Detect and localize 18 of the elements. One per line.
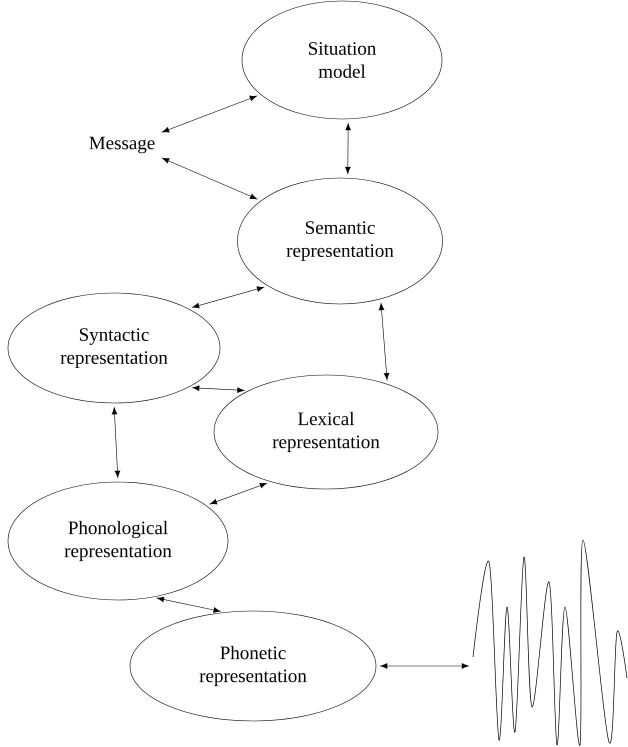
- arrow: [162, 158, 258, 200]
- ellipse-node: Syntactic representation: [8, 292, 220, 404]
- ellipse-node: Phonetic representation: [130, 610, 376, 722]
- arrow: [192, 385, 244, 393]
- ellipse-node: Lexical representation: [214, 374, 438, 490]
- arrow: [378, 303, 390, 380]
- arrow: [156, 596, 221, 613]
- arrow: [192, 286, 264, 308]
- ellipse-node: Semantic representation: [237, 178, 443, 304]
- ellipse-node: Phonological representation: [8, 482, 228, 600]
- arrow: [112, 407, 120, 478]
- waveform-drawing: [472, 540, 628, 746]
- arrow: [380, 663, 469, 669]
- arrow: [162, 96, 257, 132]
- arrow: [345, 123, 351, 174]
- arrow: [210, 482, 267, 504]
- text-label: Message: [89, 136, 155, 154]
- ellipse-node: Situation model: [242, 0, 442, 120]
